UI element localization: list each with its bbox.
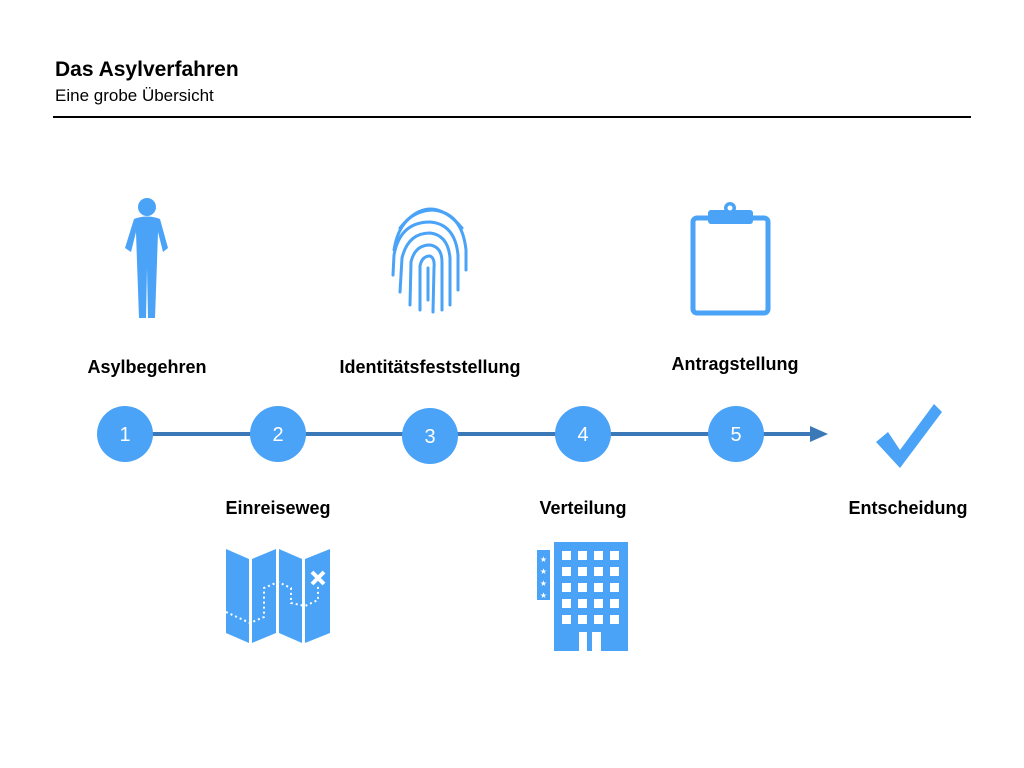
- step-circle-3: 3: [402, 408, 458, 464]
- person-icon: [125, 198, 168, 318]
- step-label-1: Asylbegehren: [87, 357, 207, 377]
- page-title: Das Asylverfahren: [55, 58, 239, 81]
- step-number: 1: [119, 424, 130, 446]
- step-number: 4: [577, 424, 588, 446]
- map-icon: [225, 549, 330, 643]
- checkmark-icon: [876, 404, 942, 468]
- building-icon: ★ ★ ★ ★: [537, 542, 628, 651]
- arrow-head-icon: [810, 426, 828, 442]
- svg-text:★: ★: [540, 579, 547, 588]
- step-label-4: Verteilung: [539, 498, 627, 518]
- svg-text:★: ★: [540, 591, 547, 600]
- step-label-3: Identitätsfeststellung: [339, 357, 521, 377]
- fingerprint-icon: [391, 207, 468, 314]
- step-circle-5: 5: [708, 406, 764, 462]
- step-number: 5: [730, 424, 741, 446]
- page-subtitle: Eine grobe Übersicht: [55, 86, 214, 105]
- step-circle-4: 4: [555, 406, 611, 462]
- divider: [53, 116, 971, 118]
- step-number: 2: [272, 424, 283, 446]
- svg-text:★: ★: [540, 555, 547, 564]
- step-circle-1: 1: [97, 406, 153, 462]
- step-label-5: Antragstellung: [671, 354, 799, 374]
- step-label-2: Einreiseweg: [225, 498, 331, 518]
- svg-text:★: ★: [540, 567, 547, 576]
- step-number: 3: [424, 426, 435, 448]
- step-circle-2: 2: [250, 406, 306, 462]
- final-label: Entscheidung: [848, 498, 968, 518]
- clipboard-icon: [690, 202, 771, 316]
